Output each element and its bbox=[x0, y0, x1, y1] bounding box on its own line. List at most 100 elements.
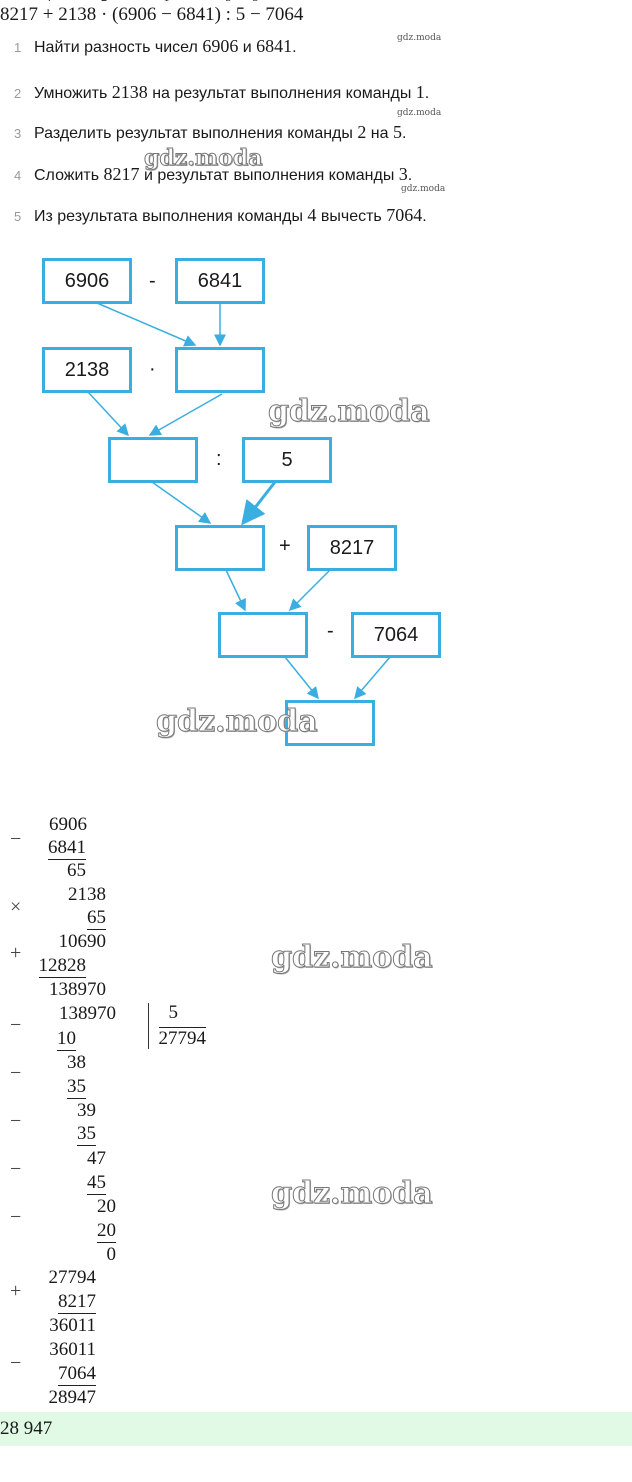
calc-number: 35 bbox=[67, 1076, 86, 1099]
step-number: 4 bbox=[14, 168, 22, 183]
calc-operator: − bbox=[10, 828, 22, 850]
calc-number: 10690 bbox=[58, 931, 107, 952]
calc-row: 27794 bbox=[0, 1267, 97, 1289]
calc-row: 36011 bbox=[0, 1315, 96, 1337]
calc-number: 20 bbox=[97, 1196, 116, 1217]
op-sign: − bbox=[161, 4, 172, 25]
calc-operator: − bbox=[10, 1158, 22, 1180]
expr-term: 7064 bbox=[265, 4, 304, 25]
plus-sign: + bbox=[279, 535, 291, 557]
watermark-small: gdz.moda bbox=[401, 184, 446, 194]
calc-number: 6906 bbox=[49, 814, 87, 835]
expr-op: 2· bbox=[100, 0, 108, 26]
expr-term: 2138 bbox=[58, 4, 97, 25]
calc-number: 10 bbox=[57, 1028, 76, 1051]
calc-number: 38 bbox=[67, 1052, 86, 1073]
calc-number: 36011 bbox=[49, 1339, 96, 1360]
calc-number: 35 bbox=[77, 1123, 96, 1146]
watermark: gdz.moda bbox=[156, 704, 319, 740]
step-text: вычесть bbox=[316, 208, 387, 225]
box-empty-2[interactable] bbox=[108, 437, 198, 483]
divisor-value: 5 bbox=[168, 1002, 179, 1023]
expr-op: 4+ bbox=[43, 0, 54, 26]
calc-row: 20 bbox=[0, 1196, 116, 1218]
calc-row: 6906 bbox=[0, 814, 87, 836]
order-number: 1 bbox=[163, 0, 169, 5]
watermark-small: gdz.moda bbox=[397, 108, 442, 118]
arrow bbox=[87, 391, 130, 437]
box-empty-3[interactable] bbox=[175, 525, 265, 571]
calc-number: 47 bbox=[87, 1148, 106, 1169]
expr-op: 5− bbox=[249, 0, 261, 26]
calc-operator: + bbox=[10, 942, 22, 964]
box-empty-4[interactable] bbox=[218, 612, 308, 658]
op-sign: · bbox=[100, 4, 108, 25]
calc-row: 138970 bbox=[0, 979, 106, 1001]
calc-row: 45 bbox=[0, 1172, 106, 1195]
expr-term: 5 bbox=[235, 4, 246, 25]
arrow bbox=[284, 656, 319, 700]
calc-operator: − bbox=[10, 1352, 22, 1374]
step-text: . bbox=[292, 39, 297, 56]
calc-number: 12828 bbox=[38, 955, 86, 978]
calc-number: 138970 bbox=[59, 1003, 116, 1024]
calc-row: 20 bbox=[0, 1220, 116, 1243]
step-text: 3 bbox=[398, 164, 408, 184]
calc-row: 7064 bbox=[0, 1363, 96, 1386]
watermark-small: gdz.moda bbox=[397, 33, 442, 43]
calc-row: 35 bbox=[0, 1076, 86, 1099]
calc-row: 12828 bbox=[0, 955, 86, 978]
answer: 28 947 bbox=[0, 1412, 632, 1446]
divide-sign: : bbox=[216, 448, 222, 470]
calc-row: 65 bbox=[0, 860, 86, 882]
step-text: на bbox=[366, 125, 393, 142]
minus-sign: - bbox=[149, 270, 156, 292]
arrow bbox=[148, 393, 223, 436]
calc-row: 65 bbox=[0, 907, 106, 930]
step-text: Разделить результат выполнения команды bbox=[34, 125, 358, 142]
calc-row: 35 bbox=[0, 1123, 96, 1146]
step-text: . bbox=[422, 208, 427, 225]
box-6841: 6841 bbox=[175, 258, 265, 304]
calc-row: 10 bbox=[0, 1028, 76, 1051]
calc-row: 28947 bbox=[0, 1387, 97, 1409]
box-empty-1[interactable] bbox=[175, 347, 265, 393]
calc-row: 36011 bbox=[0, 1339, 96, 1361]
order-number: 2 bbox=[101, 0, 107, 5]
watermark: gdz.moda bbox=[268, 394, 431, 430]
box-result[interactable] bbox=[285, 700, 375, 746]
calc-row: 8217 bbox=[0, 1291, 96, 1314]
op-sign: : bbox=[225, 4, 231, 25]
box-5: 5 bbox=[242, 437, 332, 483]
box-6906: 6906 bbox=[42, 258, 132, 304]
watermark: gdz.moda bbox=[144, 145, 264, 172]
step-text: Умножить bbox=[34, 85, 112, 102]
calc-row: 6841 bbox=[0, 837, 86, 860]
op-sign: − bbox=[249, 4, 261, 25]
calc-operator: − bbox=[10, 1206, 22, 1228]
step-text: 4 bbox=[307, 205, 317, 225]
calc-number: 65 bbox=[67, 860, 86, 881]
watermark: gdz.moda bbox=[271, 940, 434, 976]
calc-row: 10690 bbox=[0, 931, 107, 953]
calc-number: 27794 bbox=[48, 1267, 97, 1288]
expr-term: 6841) bbox=[176, 4, 221, 25]
calc-number: 8217 bbox=[58, 1291, 96, 1314]
arrow bbox=[288, 569, 331, 612]
calc-number: 7064 bbox=[58, 1363, 96, 1386]
minus-sign: - bbox=[327, 620, 334, 642]
expr-op: 1− bbox=[161, 0, 172, 26]
arrow bbox=[151, 481, 212, 524]
box-7064: 7064 bbox=[351, 612, 441, 658]
step-text: Сложить bbox=[34, 167, 104, 184]
step-text: 6906 bbox=[202, 36, 239, 56]
order-number: 3 bbox=[225, 0, 231, 5]
step-text: 5 bbox=[392, 122, 402, 142]
calc-number: 28947 bbox=[48, 1387, 97, 1408]
expr-op: 3: bbox=[225, 0, 231, 26]
calc-operator: × bbox=[10, 896, 22, 918]
